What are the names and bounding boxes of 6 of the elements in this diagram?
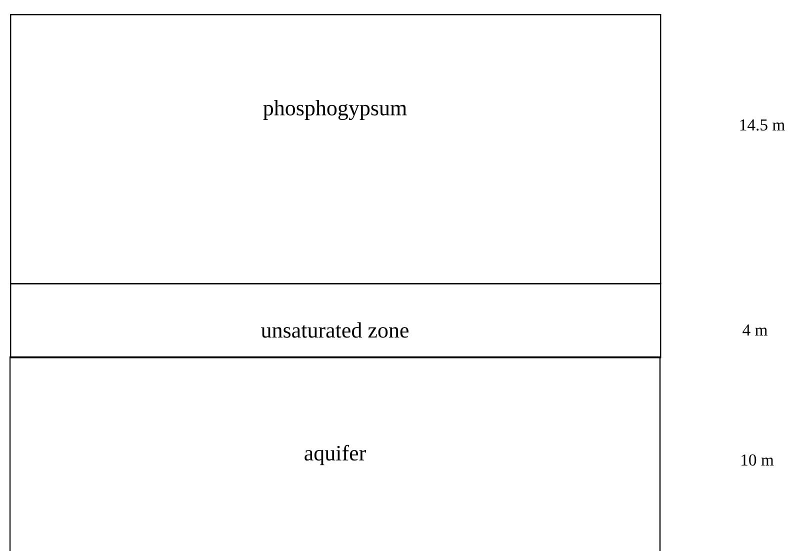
dimension-label: 14.5 m [740,119,785,131]
layer-box: unsaturated zone [10,283,662,358]
dimension-label: 4 m [742,324,768,336]
layer-box: aquifer [9,356,661,551]
layer-box: phosphogypsum [10,14,662,284]
dimension-label: 10 m [742,454,774,466]
